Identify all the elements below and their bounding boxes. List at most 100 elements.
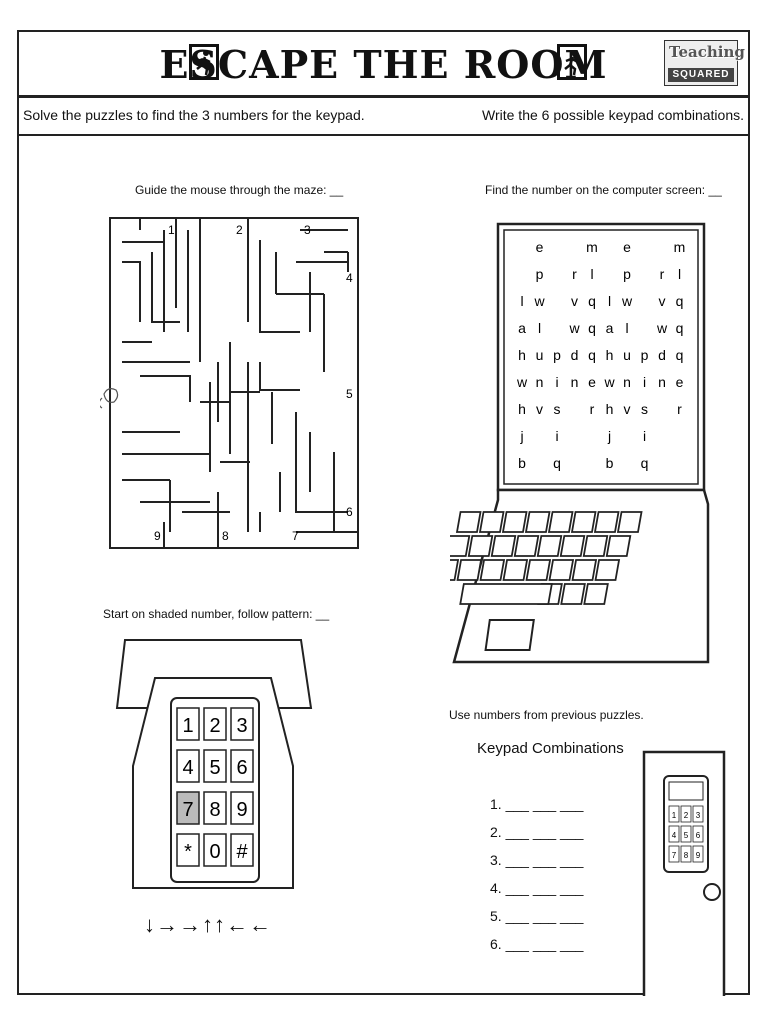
keyboard-key	[456, 559, 483, 581]
screen-letter: d	[658, 347, 666, 363]
door-keypad-label: 4	[672, 831, 677, 840]
door-keypad-key	[692, 825, 704, 843]
phone-key	[203, 749, 227, 783]
phone-key-label: 1	[182, 715, 193, 737]
screen-letter: i	[555, 428, 558, 444]
phone-key	[203, 833, 227, 867]
screen-letter: e	[536, 239, 544, 255]
phone-key-label: 7	[182, 799, 193, 821]
door-keypad-label: 3	[696, 811, 701, 820]
screen-letter: n	[623, 374, 631, 390]
screen-letter: i	[643, 428, 646, 444]
screen-letter: w	[533, 293, 545, 309]
keyboard-key	[450, 535, 471, 557]
door-keypad-key	[692, 845, 704, 863]
door-keypad-label: 1	[672, 811, 677, 820]
screen-letter: l	[625, 320, 628, 336]
screen-letter: h	[606, 401, 614, 417]
screen-letter: v	[659, 293, 666, 309]
keyboard-key	[570, 511, 597, 533]
screen-letter: s	[641, 401, 648, 417]
screen-letter: e	[588, 374, 596, 390]
page-title: ESCAPE THE ROOM	[159, 42, 608, 87]
door-keypad-label: 7	[672, 851, 677, 860]
phone-key	[230, 707, 254, 741]
maze-exit-number: 2	[236, 223, 243, 237]
keyboard-key	[547, 511, 574, 533]
screen-letter: p	[623, 266, 631, 282]
keyboard-key	[560, 583, 586, 605]
screen-letter: q	[553, 455, 561, 471]
screen-letter: q	[676, 347, 684, 363]
maze-exit-number: 3	[304, 223, 311, 237]
screen-letter: i	[643, 374, 646, 390]
phone-key	[203, 707, 227, 741]
screen-letter: n	[571, 374, 579, 390]
door-keypad-label: 5	[684, 831, 689, 840]
keyboard-key	[583, 583, 609, 605]
screen-letter: q	[641, 455, 649, 471]
keyboard-key	[450, 559, 460, 581]
screen-letter: r	[660, 266, 665, 282]
screen-letter: q	[676, 293, 684, 309]
screen-letter: q	[676, 320, 684, 336]
screen-letter: l	[520, 293, 523, 309]
keyboard-key	[582, 535, 609, 557]
maze-exit-number: 4	[346, 271, 353, 285]
running-man-icon	[189, 44, 219, 80]
screen-letter: e	[623, 239, 631, 255]
door-keypad-key	[668, 845, 680, 863]
door-keypad-label: 2	[684, 811, 689, 820]
screen-letter: w	[603, 374, 615, 390]
screen-letter: e	[676, 374, 684, 390]
phone-key-label: #	[236, 841, 248, 863]
keyboard-key	[490, 535, 517, 557]
keyboard-key	[479, 559, 506, 581]
phone-key-label: 9	[236, 799, 247, 821]
screen-letter: h	[606, 347, 614, 363]
screen-letter: q	[588, 347, 596, 363]
screen-letter: l	[590, 266, 593, 282]
instructions-bar: Solve the puzzles to find the 3 numbers …	[17, 98, 750, 136]
keyboard-key	[513, 535, 540, 557]
running-man-icon	[557, 44, 587, 80]
instructions-left: Solve the puzzles to find the 3 numbers …	[23, 107, 365, 123]
screen-letter: w	[621, 293, 633, 309]
screen-letter: s	[554, 401, 561, 417]
keyboard-key	[559, 535, 586, 557]
keyboard-key	[536, 535, 563, 557]
instructions-right: Write the 6 possible keypad combinations…	[482, 107, 744, 123]
screen-letter: j	[607, 428, 611, 444]
screen-letter: r	[590, 401, 595, 417]
screen-letter: l	[678, 266, 681, 282]
door-keypad-key	[680, 805, 692, 823]
screen-letter: r	[572, 266, 577, 282]
combination-line: 6. ___ ___ ___	[490, 936, 584, 952]
phone-key	[230, 791, 254, 825]
header: ESCAPE THE ROOM Teaching SQUARED	[17, 30, 750, 98]
phone-key-label: *	[184, 841, 192, 863]
keyboard-key	[594, 559, 621, 581]
mouse-icon	[100, 388, 119, 409]
keyboard-key	[593, 511, 620, 533]
combination-line: 3. ___ ___ ___	[490, 852, 584, 868]
screen-letter: u	[623, 347, 631, 363]
door-keypad-key	[680, 825, 692, 843]
screen-letter: a	[518, 320, 526, 336]
phone-key-label: 5	[209, 757, 220, 779]
screen-letter: q	[588, 293, 596, 309]
screen-letter: v	[624, 401, 631, 417]
maze-exit-number: 5	[346, 387, 353, 401]
teaching-squared-logo: Teaching SQUARED	[664, 40, 745, 86]
phone-key-label: 3	[236, 715, 247, 737]
screen-letter: h	[518, 347, 526, 363]
screen-letter: p	[536, 266, 544, 282]
screen-letter: w	[516, 374, 528, 390]
screen-letter: h	[518, 401, 526, 417]
screen-letter: w	[568, 320, 580, 336]
screen-letter: u	[536, 347, 544, 363]
door-keypad-key	[680, 845, 692, 863]
keyboard-key	[616, 511, 643, 533]
